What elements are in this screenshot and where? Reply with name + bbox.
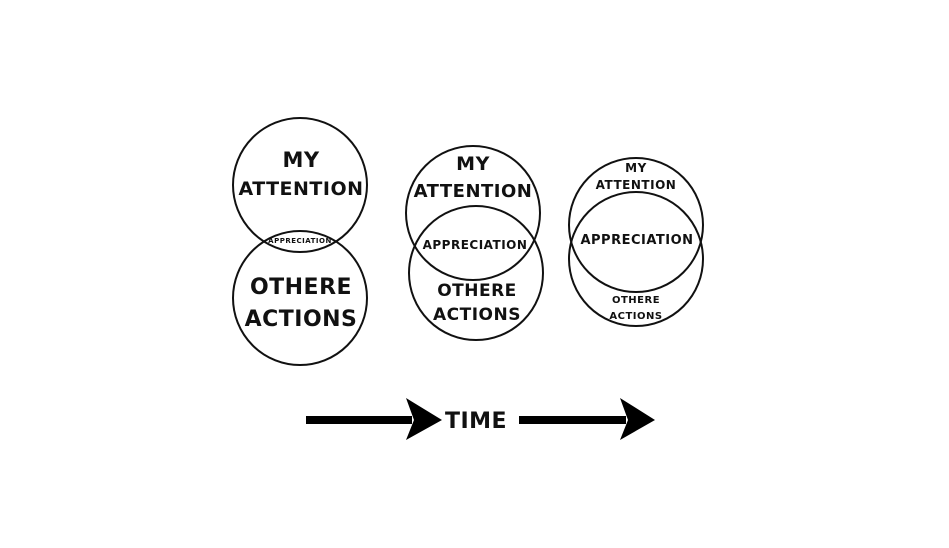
- arrow-right-icon: [519, 398, 655, 440]
- stage-2: MY ATTENTION APPRECIATION OTHERE ACTIONS: [405, 145, 544, 341]
- my-attention-label-line2: ATTENTION: [238, 178, 363, 200]
- time-label: TIME: [445, 409, 507, 434]
- arrow-right-icon: [306, 398, 442, 440]
- others-actions-label-line2: ACTIONS: [245, 307, 358, 332]
- my-attention-circle: [232, 117, 368, 253]
- others-actions-label-line1: OTHERE: [612, 295, 660, 306]
- my-attention-circle: [405, 145, 541, 281]
- others-actions-label-line2: ACTIONS: [433, 305, 521, 325]
- stage-1: MY ATTENTION APPRECIATION OTHERE ACTIONS: [232, 117, 368, 366]
- others-actions-label-line2: ACTIONS: [609, 311, 662, 322]
- stage-3: MY ATTENTION APPRECIATION OTHERE ACTIONS: [568, 157, 704, 327]
- time-axis: TIME: [306, 398, 655, 440]
- others-actions-circle: [232, 230, 368, 366]
- my-attention-circle: [568, 157, 704, 293]
- appreciation-label: APPRECIATION: [423, 238, 528, 252]
- others-actions-label-line1: OTHERE: [437, 281, 517, 301]
- my-attention-label-line2: ATTENTION: [596, 178, 677, 192]
- others-actions-label-line1: OTHERE: [250, 275, 352, 300]
- appreciation-label: APPRECIATION: [268, 237, 332, 245]
- appreciation-label: APPRECIATION: [580, 233, 693, 248]
- others-actions-circle: [408, 205, 544, 341]
- my-attention-label-line1: MY: [456, 153, 490, 175]
- my-attention-label-line1: MY: [282, 148, 319, 172]
- my-attention-label-line2: ATTENTION: [414, 181, 533, 202]
- others-actions-circle: [568, 191, 704, 327]
- my-attention-label-line1: MY: [625, 161, 647, 175]
